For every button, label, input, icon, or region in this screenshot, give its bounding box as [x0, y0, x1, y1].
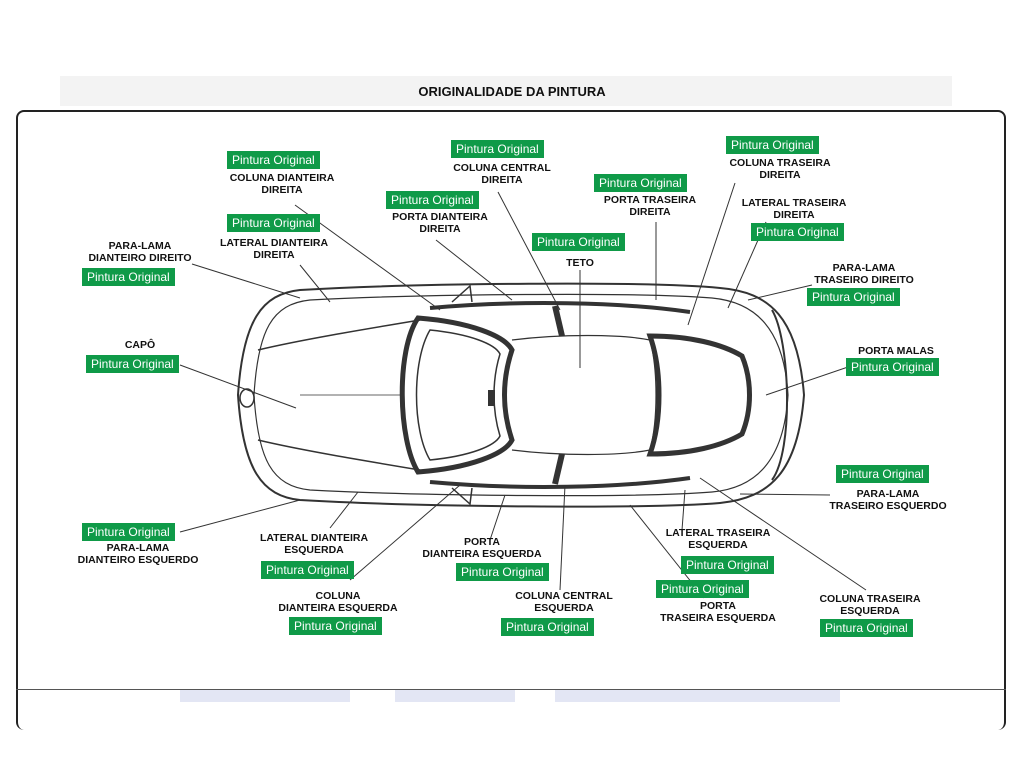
porta-malas-status: Pintura Original	[846, 358, 939, 376]
watermark-band	[180, 690, 350, 702]
watermark-band	[555, 690, 840, 702]
para-lama-dianteiro-esquerdo-status: Pintura Original	[82, 523, 175, 541]
coluna-dianteira-direita-status: Pintura Original	[227, 151, 320, 169]
teto-label: TETO	[566, 257, 594, 269]
car-body	[236, 282, 806, 508]
porta-traseira-esquerda-status: Pintura Original	[656, 580, 749, 598]
para-lama-dianteiro-direito-status: Pintura Original	[82, 268, 175, 286]
bottom-divider	[16, 689, 1006, 690]
coluna-traseira-esquerda-status: Pintura Original	[820, 619, 913, 637]
capo-label: CAPÔ	[124, 339, 156, 351]
page-title: ORIGINALIDADE DA PINTURA	[418, 84, 606, 99]
porta-malas-label: PORTA MALAS	[858, 345, 934, 357]
porta-dianteira-direita-status: Pintura Original	[386, 191, 479, 209]
coluna-central-esquerda-status: Pintura Original	[501, 618, 594, 636]
capo-status: Pintura Original	[86, 355, 179, 373]
coluna-central-direita-status: Pintura Original	[451, 140, 544, 158]
lateral-traseira-esquerda-status: Pintura Original	[681, 556, 774, 574]
para-lama-traseiro-esquerdo-status: Pintura Original	[836, 465, 929, 483]
porta-dianteira-esquerda-status: Pintura Original	[456, 563, 549, 581]
porta-traseira-direita-status: Pintura Original	[594, 174, 687, 192]
lateral-traseira-direita-status: Pintura Original	[751, 223, 844, 241]
para-lama-traseiro-direito-status: Pintura Original	[807, 288, 900, 306]
lateral-dianteira-direita-status: Pintura Original	[227, 214, 320, 232]
coluna-dianteira-esquerda-status: Pintura Original	[289, 617, 382, 635]
title-bar	[60, 76, 952, 106]
diagram-frame	[16, 110, 1006, 730]
lateral-dianteira-esquerda-status: Pintura Original	[261, 561, 354, 579]
coluna-traseira-direita-status: Pintura Original	[726, 136, 819, 154]
teto-status: Pintura Original	[532, 233, 625, 251]
watermark-band	[395, 690, 515, 702]
